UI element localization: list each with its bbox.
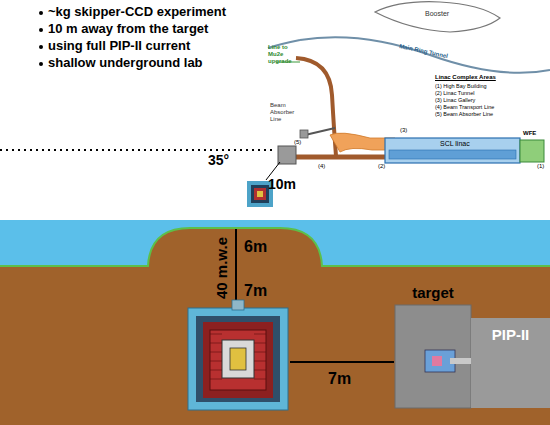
map-label: Booster xyxy=(425,10,449,18)
depth-line xyxy=(235,229,237,308)
callout-number: (4) xyxy=(318,163,325,170)
distance-line xyxy=(290,361,394,363)
brick-line xyxy=(210,343,222,344)
brick-line xyxy=(254,343,266,344)
target-box: target xyxy=(395,305,471,408)
map-label: Beam Absorber Line xyxy=(270,102,300,123)
bullet-text: 10 m away from the target xyxy=(48,22,208,37)
pip-ii-band: PIP-II xyxy=(471,318,550,408)
absorber-line xyxy=(305,128,335,135)
beam-transport-line xyxy=(292,155,385,160)
dump-block xyxy=(278,146,296,164)
bullet-text: using full PIP-II current xyxy=(48,39,190,54)
brick-line xyxy=(254,370,266,371)
map-label: Line to Mu2e upgrade xyxy=(268,44,302,65)
map-legend-item: (5) Beam Absorber Line xyxy=(435,111,493,117)
ground xyxy=(0,228,550,425)
callout-number: (5) xyxy=(294,139,301,146)
wfe-block xyxy=(520,140,544,162)
booster-ring xyxy=(375,2,500,32)
bullet-text: ~kg skipper-CCD experiment xyxy=(48,5,226,20)
dimension-label: 40 m.w.e xyxy=(213,237,230,299)
callout-number: (2) xyxy=(378,163,385,170)
brick-line xyxy=(210,370,222,371)
brick-line xyxy=(210,352,222,353)
dimension-label: 6m xyxy=(244,238,267,256)
detector-shield xyxy=(188,300,288,410)
brick-line xyxy=(254,352,266,353)
dimension-label: 7m xyxy=(328,370,351,388)
dimension-label: 7m xyxy=(244,282,267,300)
bullet-dots xyxy=(39,11,43,66)
dotted-line xyxy=(0,149,276,151)
bullet-text: shallow underground lab xyxy=(48,56,203,71)
dimension-label: 10m xyxy=(268,176,296,192)
depth-mark xyxy=(236,266,250,267)
main-ring-tunnel xyxy=(300,37,550,73)
map-legend-item: (4) Beam Transport Line xyxy=(435,104,494,110)
map-legend-title: Linac Complex Areas xyxy=(435,74,496,81)
brick-line xyxy=(254,379,266,380)
absorber-block xyxy=(300,130,308,138)
brick-line xyxy=(210,334,222,335)
scl-linac xyxy=(385,138,520,163)
brick-line xyxy=(254,361,266,362)
linac-tunnel xyxy=(389,150,516,159)
map-label: WFE xyxy=(523,130,536,137)
shield-bricks xyxy=(210,334,266,379)
map-label: SCL linac xyxy=(440,140,470,148)
angle-label: 35° xyxy=(208,152,229,168)
map-label: Main Ring Tunnel xyxy=(399,43,449,60)
callout-number: (3) xyxy=(400,127,407,134)
node-label: PIP-II xyxy=(471,318,550,343)
beam-line xyxy=(296,58,336,156)
callout-number: (1) xyxy=(537,163,544,170)
map-legend-item: (1) High Bay Building xyxy=(435,83,487,89)
map-legend-item: (3) Linac Gallery xyxy=(435,97,475,103)
target-housing xyxy=(395,305,471,408)
map-legend-item: (2) Linac Tunnel xyxy=(435,90,474,96)
brick-line xyxy=(210,379,222,380)
node-label: target xyxy=(395,284,471,301)
target-piece xyxy=(432,356,442,366)
beam-pipe xyxy=(450,358,471,364)
brick-line xyxy=(254,334,266,335)
brick-line xyxy=(210,361,222,362)
surface-line xyxy=(0,228,550,266)
